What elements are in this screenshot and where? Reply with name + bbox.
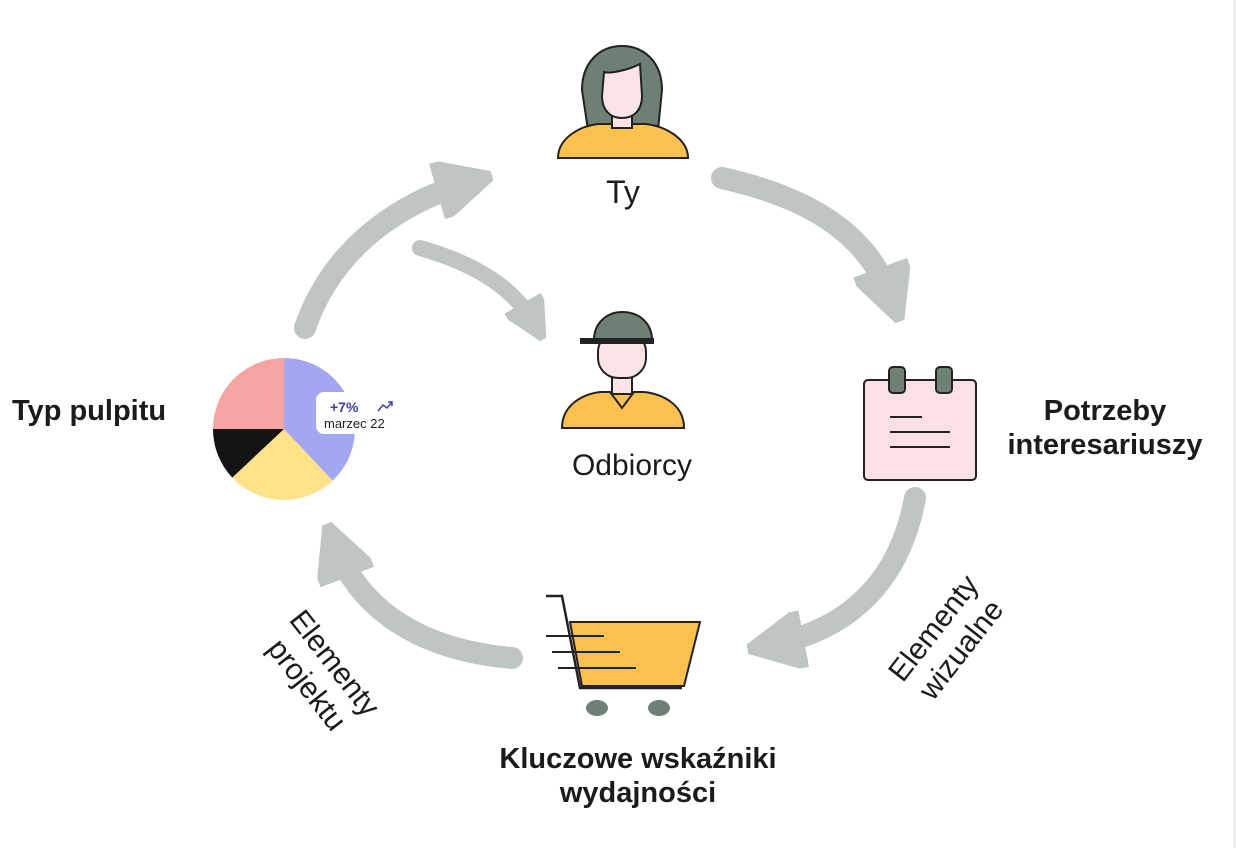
arrow-dashboard-to-you bbox=[294, 182, 470, 339]
trend-up-icon bbox=[377, 401, 393, 412]
badge-date-text: marzec 22 bbox=[324, 416, 385, 431]
node-label-stakeholder-needs: Potrzeby interesariuszy bbox=[994, 394, 1216, 462]
pie-slice-1 bbox=[232, 429, 333, 500]
shopping-cart-icon bbox=[546, 594, 702, 716]
arrow-needs-to-kpis bbox=[770, 487, 926, 645]
node-label-you: Ty bbox=[606, 174, 640, 210]
arrow-you-to-needs bbox=[711, 167, 892, 300]
node-label-audience: Odbiorcy bbox=[571, 449, 693, 482]
kpis-line2: wydajności bbox=[559, 777, 717, 810]
trend-badge: +7% marzec 22 bbox=[316, 392, 402, 434]
stakeholder-needs-line1: Potrzeby bbox=[1043, 395, 1167, 427]
pie-chart-icon bbox=[213, 358, 355, 500]
pie-slice-3 bbox=[213, 358, 284, 429]
node-label-dashboard-type: Typ pulpitu bbox=[12, 395, 167, 427]
arrow-to-audience bbox=[412, 240, 535, 325]
woman-avatar-icon bbox=[556, 44, 690, 159]
arrow-kpis-to-dashboard bbox=[335, 545, 523, 669]
pie-slice-2 bbox=[213, 429, 284, 478]
badge-change-text: +7% bbox=[330, 399, 359, 415]
kpis-line1: Kluczowe wskaźniki bbox=[499, 743, 777, 775]
man-with-cap-avatar-icon bbox=[560, 310, 686, 429]
notepad-icon bbox=[863, 366, 977, 481]
node-label-kpis: Kluczowe wskaźniki wydajności bbox=[470, 742, 806, 810]
stakeholder-needs-line2: interesariuszy bbox=[1007, 429, 1203, 462]
